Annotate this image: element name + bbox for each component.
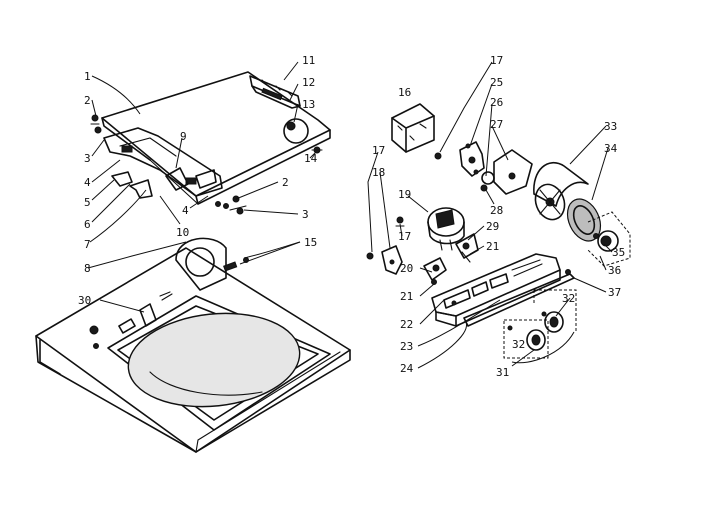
lid-hinge-bracket [103, 127, 223, 197]
washer-main-top [35, 237, 351, 453]
callout-4-upper: 4 [84, 176, 91, 189]
callout-9: 9 [180, 130, 187, 143]
callout-34: 34 [604, 142, 618, 155]
callout-19: 19 [398, 188, 411, 201]
callout-18: 18 [372, 166, 385, 179]
switch-clips [366, 216, 405, 275]
callout-11: 11 [302, 54, 315, 67]
callout-2-upper: 2 [84, 94, 91, 107]
callout-4-lower: 4 [182, 204, 189, 217]
timer-dial-drum [533, 161, 602, 242]
callout-33: 33 [604, 120, 617, 133]
callout-5: 5 [84, 196, 91, 209]
callout-17-lower: 17 [398, 230, 411, 243]
callout-16: 16 [398, 86, 411, 99]
callout-3-lower: 3 [302, 208, 309, 221]
mounting-bracket-set [434, 141, 533, 195]
callout-21-right: 21 [486, 240, 499, 253]
callout-25: 25 [490, 76, 503, 89]
callout-32-lower: 32 [512, 338, 525, 351]
left-screws [90, 114, 323, 215]
callout-13: 13 [302, 98, 315, 111]
callout-14: 14 [304, 152, 318, 165]
control-console-panel [431, 253, 561, 327]
callout-17-top: 17 [490, 54, 503, 67]
timer-motor [391, 103, 435, 153]
callout-28: 28 [490, 204, 503, 217]
callout-7: 7 [84, 238, 91, 251]
lid-switch-assembly [249, 75, 301, 109]
callout-2-lower: 2 [282, 176, 289, 189]
callout-32-upper: 32 [562, 292, 575, 305]
callout-labels: 1 2 3 4 5 6 7 8 9 10 4 2 3 11 12 13 14 1… [78, 54, 625, 379]
callout-1: 1 [84, 70, 91, 83]
callout-20: 20 [400, 262, 413, 275]
callout-17-mid: 17 [372, 144, 385, 157]
callout-23: 23 [400, 340, 413, 353]
callout-29: 29 [486, 220, 499, 233]
callout-37: 37 [608, 286, 621, 299]
leader-lines [87, 61, 613, 369]
callout-8: 8 [84, 262, 91, 275]
callout-31: 31 [496, 366, 509, 379]
callout-36: 36 [608, 264, 621, 277]
callout-30: 30 [78, 294, 91, 307]
callout-6: 6 [84, 218, 91, 231]
callout-21-left: 21 [400, 290, 413, 303]
callout-35: 35 [612, 246, 625, 259]
control-knobs [503, 289, 577, 359]
callout-27: 27 [490, 118, 503, 131]
callout-10: 10 [176, 226, 189, 239]
callout-12: 12 [302, 76, 315, 89]
top-cover-lid [101, 71, 331, 205]
callout-15: 15 [304, 236, 317, 249]
callout-3-upper: 3 [84, 152, 91, 165]
callout-26: 26 [490, 96, 503, 109]
water-level-switch [427, 207, 465, 251]
selector-switches [423, 233, 479, 285]
timer-knob-group [587, 211, 631, 267]
callout-24: 24 [400, 362, 414, 375]
callout-22: 22 [400, 318, 413, 331]
